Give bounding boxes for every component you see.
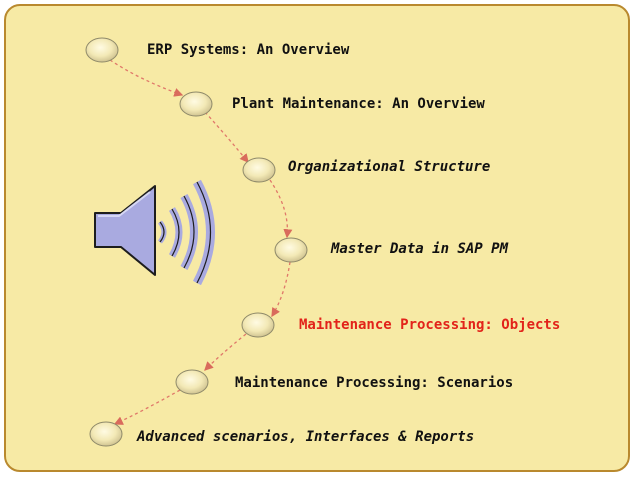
bullet-icon	[175, 369, 209, 395]
agenda-item-advanced-scenarios: Advanced scenarios, Interfaces & Reports	[137, 429, 475, 445]
bullet-icon	[241, 312, 275, 338]
bullet-icon	[242, 157, 276, 183]
connector-5-6	[204, 333, 247, 371]
connector-6-7	[113, 389, 181, 425]
bullet-icon	[274, 237, 308, 263]
agenda-item-erp-overview: ERP Systems: An Overview	[147, 42, 350, 58]
connector-2-3	[204, 111, 249, 164]
connector-3-4	[269, 179, 293, 239]
bullet-icon	[179, 91, 213, 117]
speaker-sound-icon	[94, 179, 215, 286]
agenda-item-processing-scenarios: Maintenance Processing: Scenarios	[235, 375, 514, 391]
connector-lines	[109, 59, 293, 425]
bullet-icons	[85, 37, 308, 447]
bullet-icon	[85, 37, 119, 63]
agenda-item-plant-maintenance-overview: Plant Maintenance: An Overview	[232, 96, 485, 112]
bullet-icon	[89, 421, 123, 447]
agenda-item-organizational-structure: Organizational Structure	[288, 159, 491, 175]
agenda-item-processing-objects: Maintenance Processing: Objects	[299, 317, 561, 333]
connector-1-2	[109, 59, 184, 97]
agenda-item-master-data: Master Data in SAP PM	[331, 241, 509, 257]
connector-4-5	[271, 261, 291, 318]
